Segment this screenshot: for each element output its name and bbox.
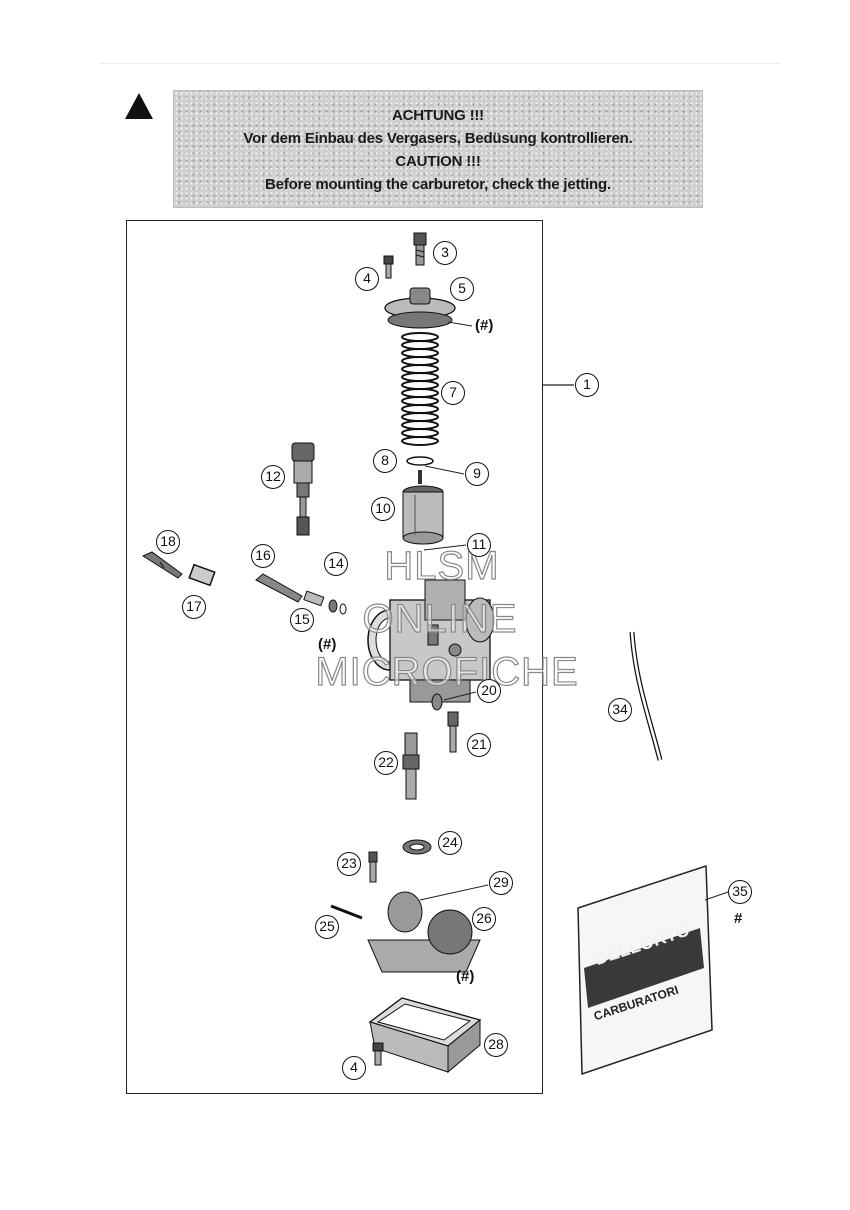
warning-triangle-icon <box>125 93 153 119</box>
callout-14: 14 <box>324 552 348 576</box>
part-4-bolt-top <box>383 255 394 279</box>
part-25-pin <box>330 904 363 920</box>
part-21-pilot-jet <box>447 711 459 753</box>
part-23-float-needle <box>368 851 378 883</box>
carburetor-body <box>367 579 495 703</box>
callout-26: 26 <box>472 907 496 931</box>
part-20-jet <box>431 693 443 711</box>
callout-16: 16 <box>251 544 275 568</box>
callout-10: 10 <box>371 497 395 521</box>
callout-5: 5 <box>450 277 474 301</box>
part-10-throttle-slide <box>402 485 444 545</box>
tag-hash-top: (#) <box>475 317 494 334</box>
tag-hash-mid: (#) <box>318 636 337 653</box>
callout-4-bottom: 4 <box>342 1056 366 1080</box>
part-18-idle-screw <box>141 551 183 579</box>
callout-15: 15 <box>290 608 314 632</box>
part-8-clip <box>406 456 434 466</box>
callout-25: 25 <box>315 915 339 939</box>
part-3-adjusting-screw <box>413 232 427 266</box>
tag-hash-bottom: (#) <box>456 968 475 985</box>
callout-4-top: 4 <box>355 267 379 291</box>
part-17-spring-small <box>188 563 216 587</box>
watermark-line-3: MICROFICHE <box>315 650 579 694</box>
part-14-washer <box>328 599 338 613</box>
callout-18: 18 <box>156 530 180 554</box>
callout-8: 8 <box>373 449 397 473</box>
callout-17: 17 <box>182 595 206 619</box>
warning-line-1: ACHTUNG !!! <box>392 107 484 124</box>
callout-9: 9 <box>465 462 489 486</box>
callout-20: 20 <box>477 679 501 703</box>
leader-11 <box>423 544 467 551</box>
callout-12: 12 <box>261 465 285 489</box>
watermark-line-1: HLSM <box>384 544 500 588</box>
warning-line-2: Vor dem Einbau des Vergasers, Bedüsung k… <box>243 130 633 147</box>
callout-21: 21 <box>467 733 491 757</box>
watermark-line-2: ONLINE <box>362 597 518 641</box>
part-5-cover <box>384 287 473 329</box>
warning-line-4: Before mounting the carburetor, check th… <box>265 176 611 193</box>
leader-20 <box>443 691 477 701</box>
part-12-choke-plunger <box>291 442 315 536</box>
callout-24: 24 <box>438 831 462 855</box>
part-35-jet-kit-bag <box>577 864 729 1076</box>
callout-22: 22 <box>374 751 398 775</box>
callout-3: 3 <box>433 241 457 265</box>
part-22-needle-jet <box>402 732 420 800</box>
warning-line-3: CAUTION !!! <box>395 153 481 170</box>
oring-small <box>339 603 347 615</box>
part-26-float <box>367 884 489 973</box>
callout-35: 35 <box>728 880 752 904</box>
tag-hash-bag: # <box>734 910 743 927</box>
part-4-bolt-bottom <box>372 1042 384 1066</box>
part-7-spring <box>401 332 439 446</box>
callout-34: 34 <box>608 698 632 722</box>
callout-28: 28 <box>484 1033 508 1057</box>
callout-29: 29 <box>489 871 513 895</box>
callout-1: 1 <box>575 373 599 397</box>
warning-box: ACHTUNG !!! Vor dem Einbau des Vergasers… <box>173 90 703 208</box>
part-16-mixture-screw <box>255 573 303 603</box>
callout-23: 23 <box>337 852 361 876</box>
part-28-float-bowl <box>368 997 482 1074</box>
assembly-frame <box>126 220 543 1094</box>
leader-9 <box>424 465 465 475</box>
callout-7: 7 <box>441 381 465 405</box>
top-divider <box>100 63 780 64</box>
callout-11: 11 <box>467 533 491 557</box>
part-15-spring <box>303 590 325 607</box>
part-9-needle <box>418 470 422 484</box>
